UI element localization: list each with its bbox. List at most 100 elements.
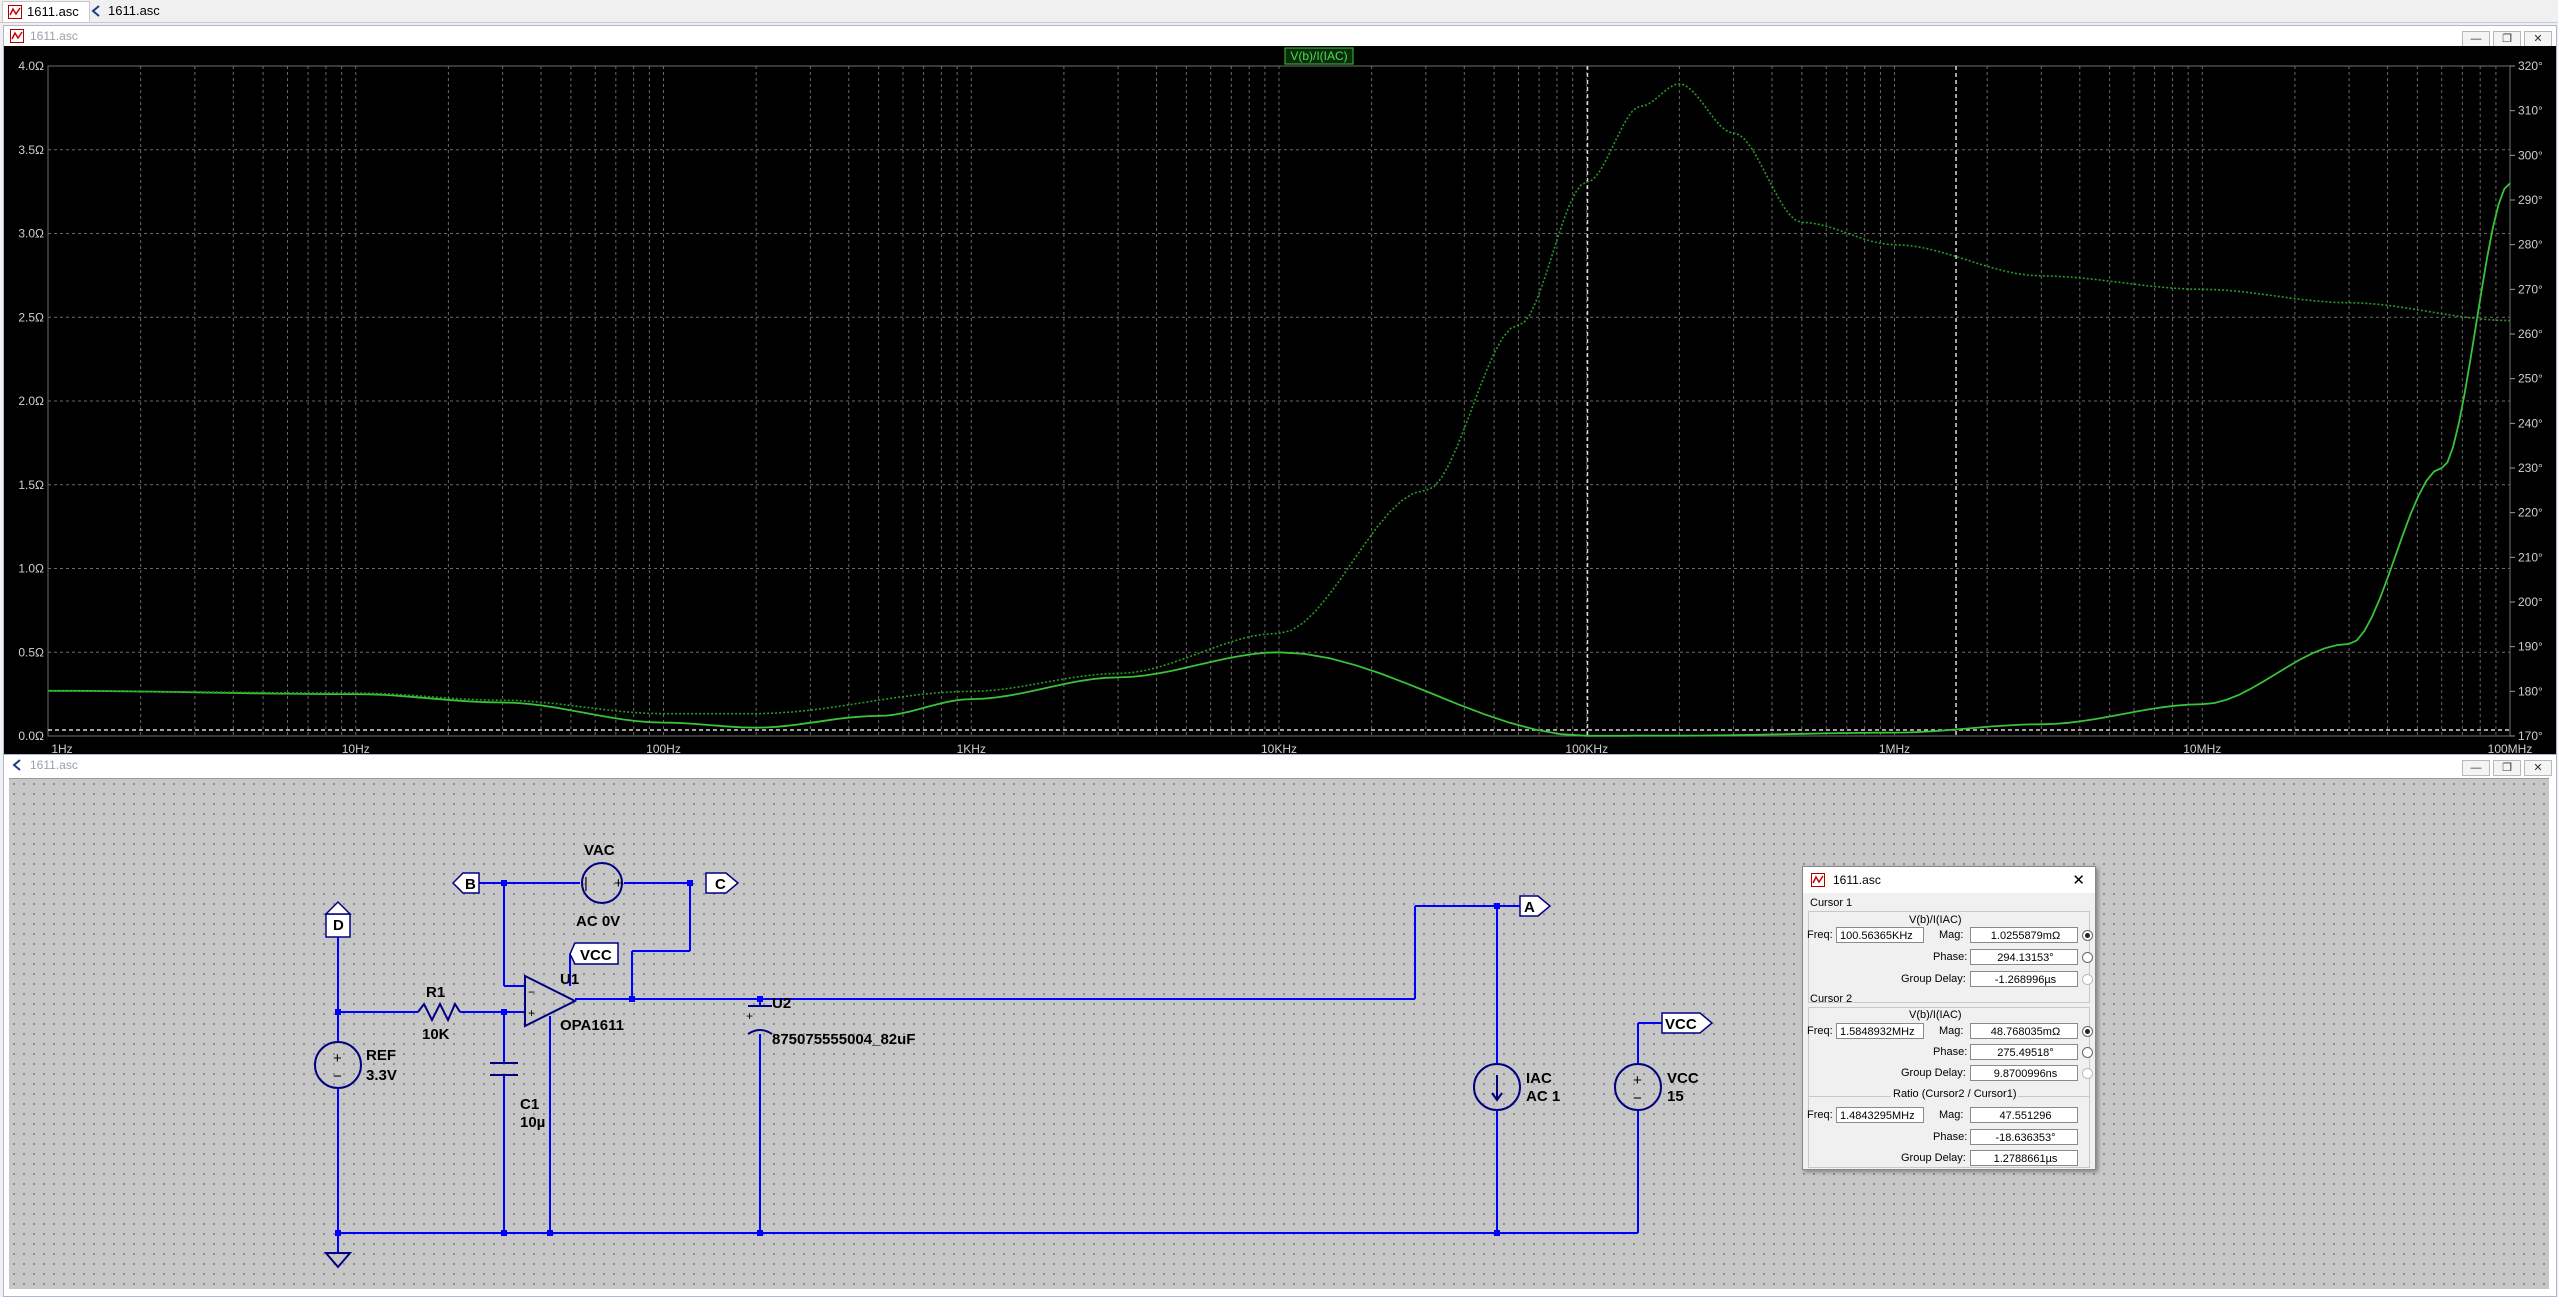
- components: [314, 862, 1662, 1269]
- cursor1-freq-input[interactable]: 100.56365KHz: [1836, 927, 1924, 943]
- y-right-tick-label: 290°: [2518, 193, 2543, 207]
- restore-button[interactable]: ❐: [2493, 31, 2521, 47]
- phase-trace: [48, 83, 2511, 715]
- ratio-group-delay-value: 1.2788661µs: [1970, 1150, 2078, 1166]
- cursor-dialog: 1611.asc ✕ Cursor 1 V(b)/I(IAC) Freq: 10…: [1802, 866, 2096, 1170]
- c1-value: 10µ: [520, 1114, 545, 1131]
- net-label-b: B: [465, 876, 476, 893]
- schematic-canvas[interactable]: +− +− +| −+ + B C D A VCC VCC VAC AC 0V …: [9, 778, 2549, 1289]
- y-right-tick-label: 240°: [2518, 416, 2543, 430]
- u1-symbol: [524, 974, 578, 1028]
- y-left-tick-label: 1.5Ω: [18, 478, 44, 492]
- y-right-tick-label: 230°: [2518, 461, 2543, 475]
- cursor2-phase-radio[interactable]: [2082, 1047, 2093, 1058]
- vac-name: VAC: [584, 842, 615, 859]
- source-polarity: +− +− +| −+ +: [333, 875, 1642, 1107]
- close-button[interactable]: ✕: [2524, 760, 2552, 776]
- cursor2-phase-label: Phase:: [1933, 1046, 1968, 1058]
- tab-schematic[interactable]: 1611.asc: [84, 1, 170, 21]
- cursor-dialog-titlebar[interactable]: 1611.asc ✕: [1803, 867, 2095, 893]
- restore-button[interactable]: ❐: [2493, 760, 2521, 776]
- ref-symbol: [314, 1041, 362, 1089]
- schematic-drawing[interactable]: +− +− +| −+ + B C D A VCC VCC VAC AC 0V …: [9, 779, 2549, 1289]
- y-right-tick-label: 210°: [2518, 550, 2543, 564]
- cursor2-mag-value: 48.768035mΩ: [1970, 1023, 2078, 1039]
- vcc-source-symbol: [1614, 1063, 1662, 1111]
- magnitude-trace: [48, 182, 2511, 737]
- cursor1-phase-radio[interactable]: [2082, 952, 2093, 963]
- cursor2-group-delay-radio[interactable]: [2082, 1068, 2093, 1079]
- x-tick-label: 1Hz: [51, 742, 72, 756]
- y-left-tick-label: 3.5Ω: [18, 143, 44, 157]
- close-button[interactable]: ✕: [2524, 31, 2552, 47]
- svg-text:+: +: [1633, 1072, 1642, 1089]
- u1-name: U1: [560, 971, 579, 988]
- cursor1-mag-value: 1.0255879mΩ: [1970, 927, 2078, 943]
- y-left-tick-label: 3.0Ω: [18, 227, 44, 241]
- y-right-tick-label: 310°: [2518, 104, 2543, 118]
- cursor2-group-delay-label: Group Delay:: [1901, 1067, 1966, 1079]
- minimize-button[interactable]: —: [2462, 31, 2490, 47]
- y-left-tick-label: 1.0Ω: [18, 562, 44, 576]
- wires: [337, 882, 1662, 1253]
- vcc-source-name: VCC: [1667, 1070, 1699, 1087]
- cursor2-phase-value: 275.49518°: [1970, 1044, 2078, 1060]
- svg-text:+: +: [746, 1009, 753, 1023]
- x-tick-label: 10Hz: [342, 742, 370, 756]
- y-right-tick-label: 190°: [2518, 640, 2543, 654]
- y-left-tick-label: 0.5Ω: [18, 645, 44, 659]
- y-right-tick-label: 260°: [2518, 327, 2543, 341]
- x-tick-label: 10MHz: [2183, 742, 2221, 756]
- plot-window-titlebar: 1611.asc —❐✕: [4, 26, 2556, 47]
- y-right-tick-label: 270°: [2518, 282, 2543, 296]
- x-tick-label: 1MHz: [1879, 742, 1910, 756]
- cursor1-group-delay-radio[interactable]: [2082, 974, 2093, 985]
- waveform-icon: [1811, 873, 1825, 887]
- minimize-button[interactable]: —: [2462, 760, 2490, 776]
- ratio-group-delay-label: Group Delay:: [1901, 1152, 1966, 1164]
- y-right-tick-label: 320°: [2518, 59, 2543, 73]
- waveform-icon: [8, 5, 22, 19]
- vac-symbol: [581, 862, 623, 904]
- cursor2-freq-label: Freq:: [1807, 1025, 1833, 1037]
- svg-text:−: −: [528, 985, 535, 999]
- cursor2-group-delay-value: 9.8700996ns: [1970, 1065, 2078, 1081]
- cursor2-mag-radio[interactable]: [2082, 1026, 2093, 1037]
- iac-name: IAC: [1526, 1070, 1552, 1087]
- svg-text:−: −: [1633, 1090, 1642, 1107]
- ref-value: 3.3V: [366, 1067, 397, 1084]
- net-label-d: D: [333, 917, 344, 934]
- cursor2-freq-input[interactable]: 1.5848932MHz: [1836, 1023, 1924, 1039]
- vcc-source-value: 15: [1667, 1088, 1684, 1105]
- close-icon[interactable]: ✕: [2072, 872, 2085, 889]
- ref-name: REF: [366, 1047, 396, 1064]
- document-tab-bar: 1611.asc 1611.asc: [0, 0, 2558, 23]
- cursor-lines: [48, 66, 2510, 736]
- net-label-vcc-source: VCC: [1665, 1016, 1697, 1033]
- tab-waveform[interactable]: 1611.asc: [2, 1, 90, 22]
- iac-value: AC 1: [1526, 1088, 1560, 1105]
- cursor1-phase-value: 294.13153°: [1970, 949, 2078, 965]
- trace-label: V(b)/I(IAC): [1290, 49, 1347, 63]
- trace-label-box: [1284, 47, 1354, 65]
- x-tick-label: 100MHz: [2488, 742, 2533, 756]
- cursor1-mag-radio[interactable]: [2082, 930, 2093, 941]
- junctions: [335, 880, 1500, 1236]
- u2-name: U2: [772, 995, 791, 1012]
- svg-text:−: −: [333, 1068, 342, 1085]
- ratio-heading: Ratio (Cursor2 / Cursor1): [1891, 1088, 2019, 1100]
- ratio-freq-label: Freq:: [1807, 1109, 1833, 1121]
- iac-symbol: [1473, 1063, 1521, 1111]
- net-label-vcc-opamp: VCC: [580, 947, 612, 964]
- schematic-icon: [91, 5, 100, 17]
- trace-label-group: V(b)/I(IAC): [1284, 47, 1354, 65]
- schematic-window-title: 1611.asc: [30, 758, 78, 772]
- traces: [48, 83, 2511, 737]
- tab-label: 1611.asc: [108, 3, 160, 18]
- svg-text:+: +: [528, 1006, 535, 1020]
- y-right-tick-label: 250°: [2518, 372, 2543, 386]
